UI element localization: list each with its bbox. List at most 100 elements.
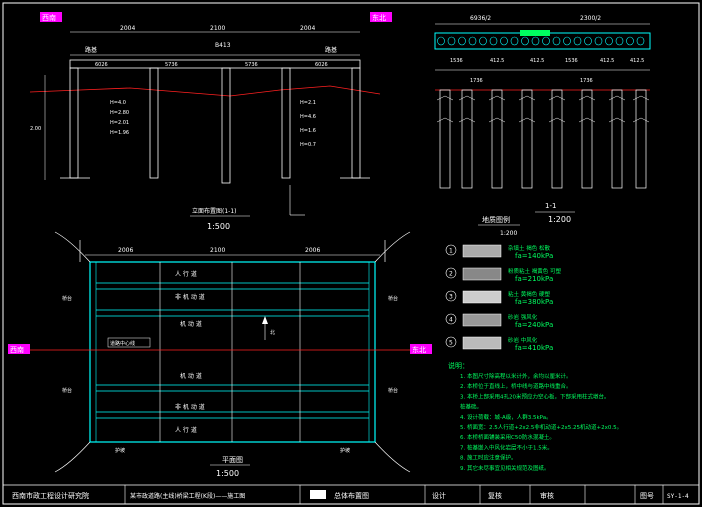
titleblock-design: 设计 bbox=[432, 491, 446, 500]
deck-cell bbox=[510, 36, 519, 46]
legend-number-circle bbox=[445, 244, 457, 256]
legend-swatch bbox=[462, 313, 502, 327]
pile-label-r3: H=1.6 bbox=[300, 128, 316, 134]
lane-bike-bottom: 非 机 动 道 bbox=[175, 403, 205, 411]
note-line: 桩基础。 bbox=[460, 403, 482, 411]
pile-label-l2: H=2.80 bbox=[110, 110, 129, 116]
section-pier-cap bbox=[632, 95, 650, 123]
legend-number-circle bbox=[445, 313, 457, 325]
section-dim-3: 412.5 bbox=[530, 58, 544, 64]
elevation-title: 立面布置图(1-1) bbox=[192, 207, 236, 215]
legend-number-circle bbox=[445, 336, 457, 348]
note-line: 8. 施工时应注意保护。 bbox=[460, 454, 517, 462]
deck-cell bbox=[563, 36, 571, 46]
pile-label-r1: H=2.1 bbox=[300, 100, 316, 106]
legend-capacity: fa=210kPa bbox=[515, 275, 553, 283]
legend-number: 5 bbox=[449, 340, 453, 347]
section-dim-1: 1536 bbox=[450, 58, 463, 64]
deck-cell bbox=[447, 36, 456, 46]
deck-cell bbox=[500, 36, 508, 46]
section-pier-cap bbox=[518, 95, 536, 123]
section-dim2-2: 1736 bbox=[580, 78, 593, 84]
note-line: 3. 本桥上部采用4孔20米预应力空心板，下部采用柱式墩台。 bbox=[460, 392, 610, 400]
deck-cell bbox=[458, 36, 466, 46]
section-pier bbox=[461, 89, 473, 189]
plan-north-label: 北 bbox=[270, 329, 275, 336]
legend-number: 1 bbox=[449, 248, 453, 255]
deck-cell bbox=[479, 36, 487, 46]
pile-label-l1: H=4.0 bbox=[110, 100, 126, 106]
elev-label-roadbed-left: 路基 bbox=[85, 46, 97, 54]
elevation-side-left: 西南 bbox=[42, 13, 56, 22]
section-dim-2: 412.5 bbox=[490, 58, 504, 64]
titleblock-review: 审核 bbox=[540, 491, 554, 500]
note-line: 4. 设计荷载：城-A级，人群3.5kPa。 bbox=[460, 413, 552, 421]
section-dim2-1: 1736 bbox=[470, 78, 483, 84]
plan-abutment-left-1: 桥台 bbox=[62, 295, 72, 302]
section-deck-cells bbox=[437, 36, 645, 46]
legend-swatch bbox=[462, 244, 502, 258]
legend-text: 砂岩 中风化 bbox=[508, 336, 538, 344]
legend-capacity: fa=410kPa bbox=[515, 344, 553, 352]
legend-scale: 1:200 bbox=[500, 230, 517, 237]
section-piers bbox=[436, 89, 650, 189]
plan-centerline-label: 道路中心线 bbox=[110, 340, 135, 347]
plan-dim-3: 2006 bbox=[305, 247, 320, 254]
titleblock-number: SY-1-4 bbox=[667, 493, 689, 500]
section-top-dim-1: 6936/2 bbox=[470, 15, 491, 22]
note-line: 9. 其它未尽事宜见相关规范及图纸。 bbox=[460, 464, 550, 472]
legend-capacity: fa=380kPa bbox=[515, 298, 553, 306]
side-marker-right bbox=[370, 12, 392, 22]
note-line: 1. 本图尺寸除高程以米计外，余均以厘米计。 bbox=[460, 372, 572, 380]
section-scale: 1:200 bbox=[548, 215, 571, 224]
legend-text: 粉质粘土 褐黄色 可塑 bbox=[508, 267, 561, 275]
legend-text: 粘土 黄褐色 硬塑 bbox=[508, 290, 550, 298]
legend-capacity: fa=140kPa bbox=[515, 252, 553, 260]
plan-slope-left: 护坡 bbox=[115, 447, 125, 454]
section-pier-cap bbox=[608, 95, 626, 123]
lane-motor-top: 机 动 道 bbox=[180, 320, 202, 328]
legend-number: 3 bbox=[449, 294, 453, 301]
plan-title: 平面图 bbox=[222, 456, 243, 464]
legend-number-circle bbox=[445, 290, 457, 302]
section-pier-cap bbox=[488, 95, 506, 123]
section-pier bbox=[581, 89, 593, 189]
elev-left-dim: 2.00 bbox=[30, 126, 41, 132]
pile-label-r4: H=0.7 bbox=[300, 142, 316, 148]
deck-cell bbox=[437, 36, 445, 46]
plan-abutment-right-1: 桥台 bbox=[388, 295, 398, 302]
section-pier-cap bbox=[458, 95, 476, 123]
section-pier bbox=[551, 89, 563, 189]
pile-label-l4: H=1.96 bbox=[110, 130, 129, 136]
legend-text: 砂岩 强风化 bbox=[508, 313, 538, 321]
legend-number: 2 bbox=[449, 271, 453, 278]
elevation-side-right: 东北 bbox=[372, 13, 386, 22]
section-pier bbox=[611, 89, 623, 189]
note-line: 2. 本桥位于直线上，桥中线与道路中线重合。 bbox=[460, 382, 572, 390]
note-line: 7. 桩基嵌入中风化岩层不小于1.5米。 bbox=[460, 443, 553, 451]
deck-cell bbox=[636, 36, 645, 46]
elev-ground-line bbox=[29, 85, 381, 97]
section-dim-5: 412.5 bbox=[600, 58, 614, 64]
bridge-deck bbox=[69, 59, 361, 69]
elev-dim-1: 2004 bbox=[120, 25, 135, 32]
legend-swatch bbox=[462, 336, 502, 350]
plan-slope-right: 护坡 bbox=[340, 447, 350, 454]
deck-cell bbox=[626, 36, 634, 46]
elev-span-4: 6026 bbox=[315, 62, 328, 68]
elev-span-1: 6026 bbox=[95, 62, 108, 68]
plan-abutment-right-2: 桥台 bbox=[388, 387, 398, 394]
deck-cell bbox=[531, 36, 540, 46]
titleblock-number-label: 图号 bbox=[640, 492, 654, 500]
section-pier bbox=[491, 89, 503, 189]
note-line: 5. 桥面宽：2.5人行道+2x2.5非机动道+2x5.25机动道+2x0.5。 bbox=[460, 423, 622, 431]
section-pier-cap bbox=[548, 95, 566, 123]
legend-swatch bbox=[462, 267, 502, 281]
plan-abutment-left-2: 桥台 bbox=[62, 387, 72, 394]
lane-motor-bottom: 机 动 道 bbox=[180, 372, 202, 380]
deck-cell bbox=[521, 36, 529, 46]
plan-scale: 1:500 bbox=[216, 469, 239, 478]
